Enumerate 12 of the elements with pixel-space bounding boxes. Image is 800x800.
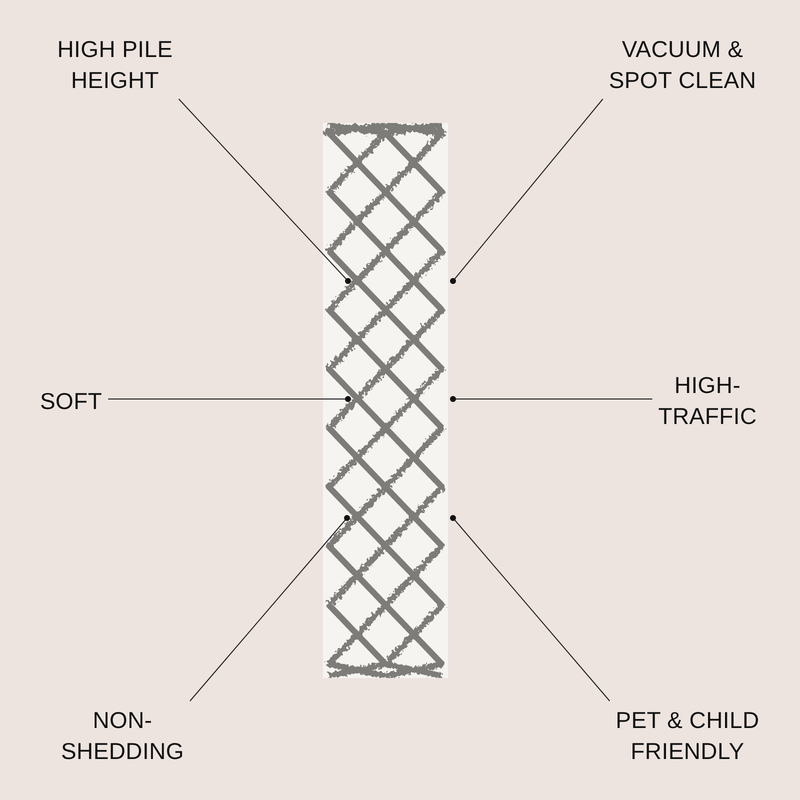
callout-label: SOFT	[40, 386, 175, 417]
leader-line	[450, 98, 604, 284]
leader-line	[190, 515, 350, 702]
leader-line	[178, 98, 351, 284]
leader-line	[450, 515, 610, 702]
callout-label: HIGH- TRAFFIC	[625, 370, 790, 432]
callout-label: PET & CHILD FRIENDLY	[590, 705, 785, 767]
leader-line	[450, 396, 653, 402]
callout-label: HIGH PILE HEIGHT	[20, 34, 210, 96]
callout-label: NON- SHEDDING	[55, 705, 190, 767]
callout-label: VACUUM & SPOT CLEAN	[590, 34, 775, 96]
leader-line	[108, 396, 351, 402]
